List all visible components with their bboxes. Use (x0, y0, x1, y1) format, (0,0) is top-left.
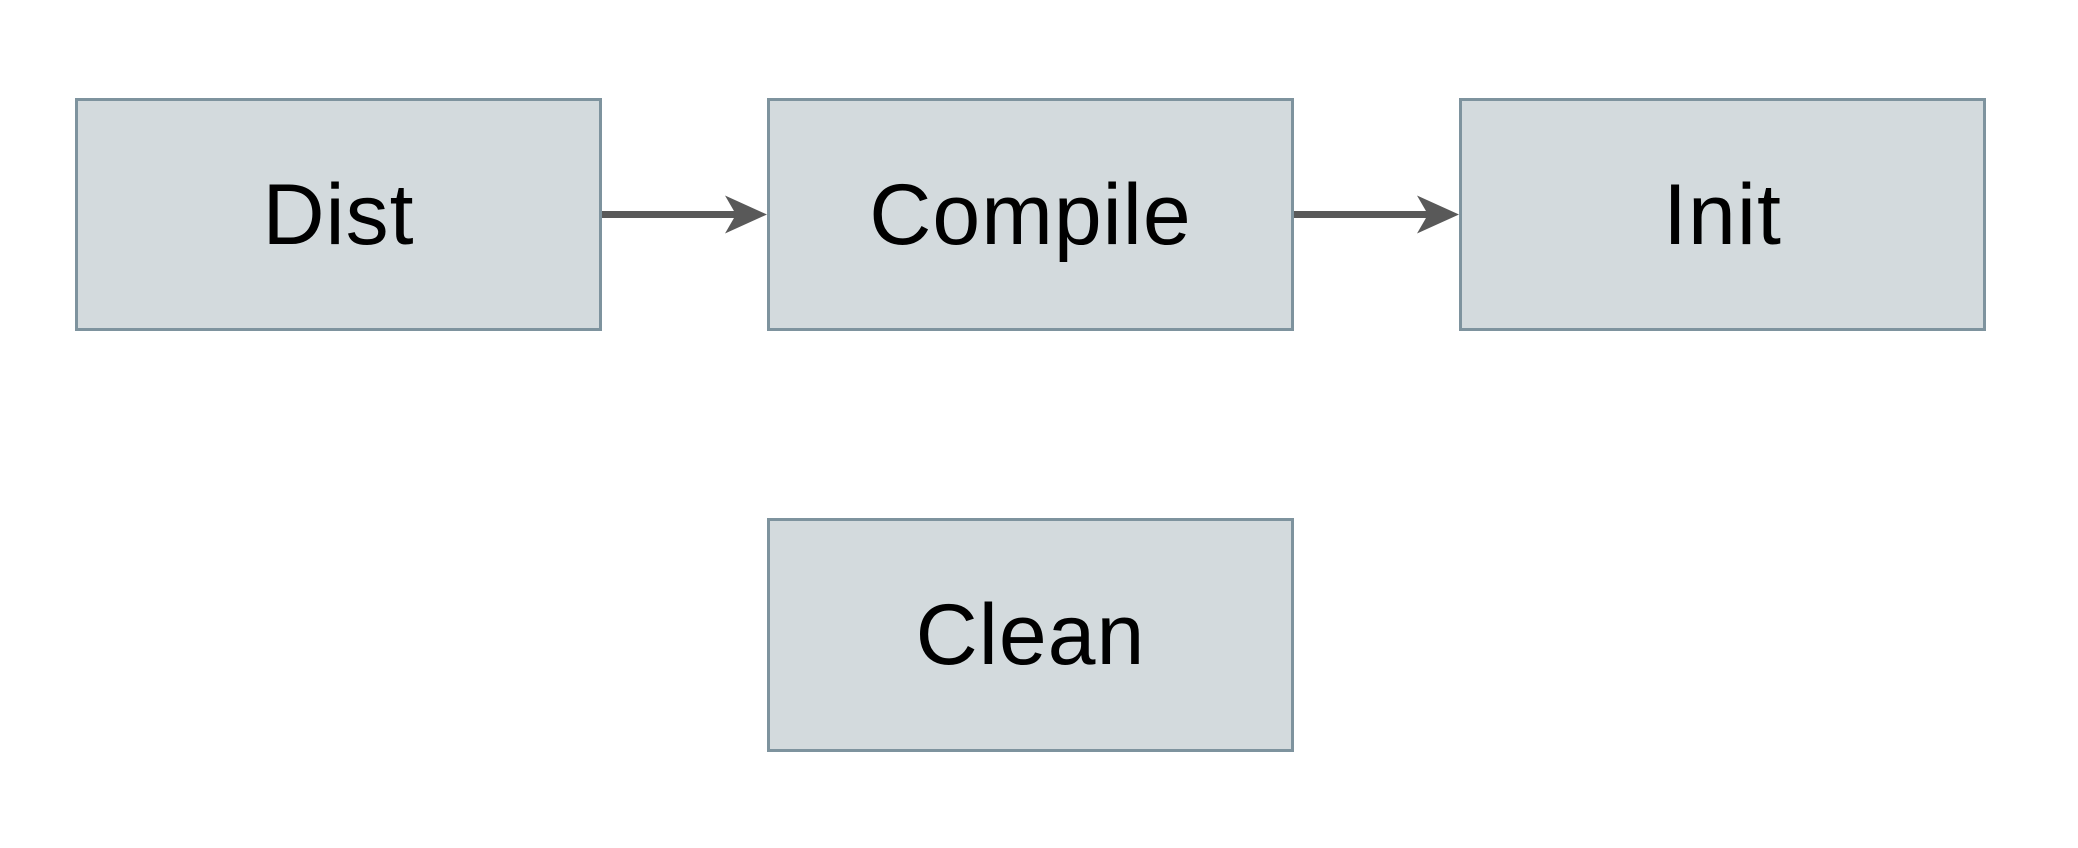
node-compile: Compile (767, 98, 1294, 331)
arrow-compile-to-init (1294, 195, 1459, 234)
node-init: Init (1459, 98, 1986, 331)
node-clean-label: Clean (915, 587, 1146, 683)
node-compile-label: Compile (869, 166, 1192, 263)
arrowhead-icon (1417, 195, 1459, 234)
node-dist-label: Dist (262, 166, 415, 263)
node-clean: Clean (767, 518, 1294, 752)
node-dist: Dist (75, 98, 602, 331)
arrowhead-icon (725, 195, 767, 234)
arrow-dist-to-compile (601, 195, 767, 234)
node-init-label: Init (1663, 166, 1782, 263)
